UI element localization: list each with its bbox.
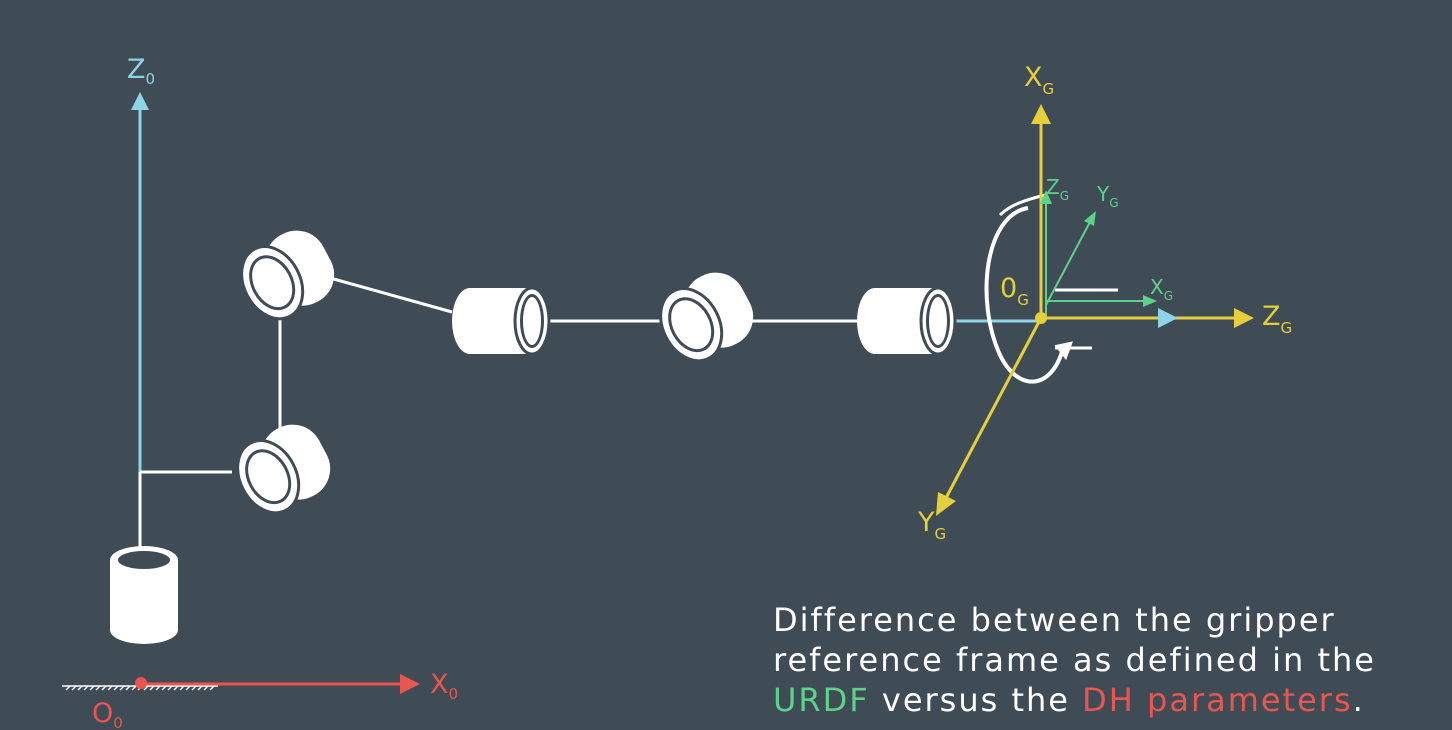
- x0-label: X0: [430, 669, 458, 703]
- origin-o0-dot: [135, 677, 147, 689]
- joint-6-cylinder: [857, 286, 957, 356]
- caption-end: .: [1352, 681, 1365, 719]
- urdf-y-arrowhead: [1084, 211, 1096, 226]
- urdf-x-label: XG: [1150, 275, 1173, 303]
- dh-z-label: ZG: [1262, 301, 1292, 337]
- caption-line-1: Difference between the gripper: [773, 601, 1336, 639]
- caption-urdf: URDF: [773, 681, 870, 719]
- caption-dh: DH parameters: [1082, 681, 1353, 719]
- link-axis-arrowhead: [1158, 308, 1178, 328]
- caption: Difference between the gripper reference…: [773, 600, 1433, 720]
- joint-2-cylinder: [236, 424, 331, 515]
- origin-og-dot: [1035, 312, 1047, 324]
- z0-arrowhead: [131, 92, 149, 110]
- dh-y-label: YG: [917, 507, 946, 543]
- dh-z-arrowhead: [1234, 308, 1254, 328]
- urdf-y-label: YG: [1096, 182, 1119, 210]
- z0-label: Z0: [127, 54, 155, 88]
- dh-x-label: XG: [1024, 62, 1054, 98]
- o0-label: O0: [92, 698, 123, 730]
- robot-links: [138, 276, 1040, 548]
- joint-base-cylinder: [110, 546, 178, 644]
- urdf-y-axis: [1045, 221, 1091, 306]
- joint-4-cylinder: [452, 286, 551, 356]
- caption-line-2: reference frame as defined in the: [773, 641, 1376, 679]
- og-label: 0G: [1000, 273, 1029, 309]
- base-frame: Z0 X0 O0: [62, 54, 458, 730]
- urdf-x-arrowhead: [1143, 295, 1157, 307]
- dh-y-axis: [944, 317, 1043, 499]
- urdf-z-arrowhead: [1040, 190, 1052, 204]
- dh-x-arrowhead: [1031, 104, 1051, 124]
- joint-3-cylinder: [240, 230, 335, 321]
- urdf-z-label: ZG: [1046, 175, 1069, 203]
- dh-y-arrowhead: [936, 492, 956, 516]
- joint-5-cylinder: [659, 272, 754, 363]
- gripper-frames: 0G XG ZG YG ZG YG XG: [917, 62, 1292, 543]
- x0-arrowhead: [400, 674, 420, 694]
- caption-middle: versus the: [869, 681, 1083, 719]
